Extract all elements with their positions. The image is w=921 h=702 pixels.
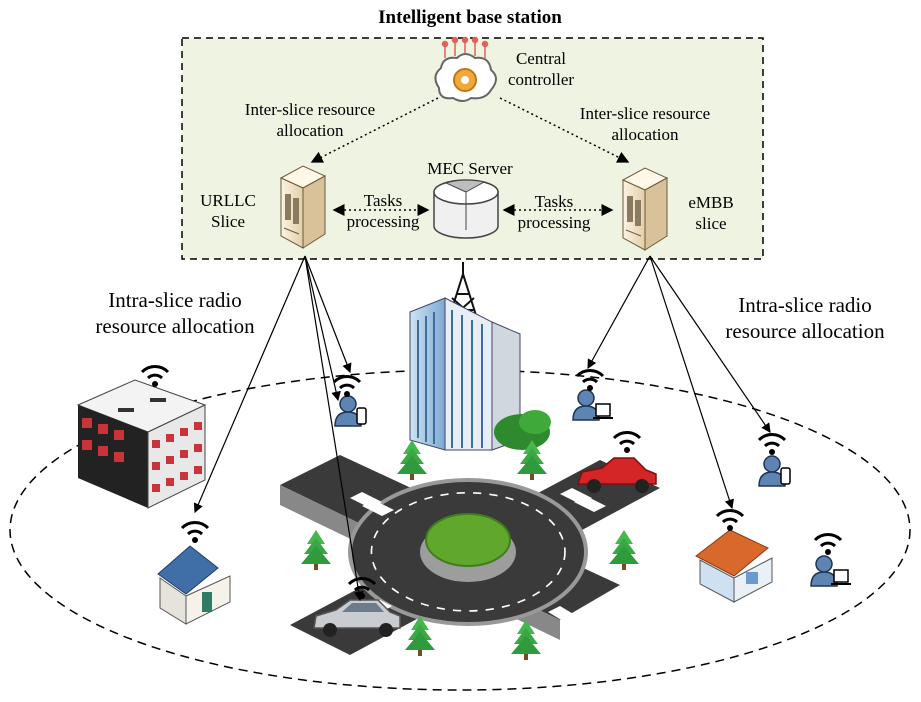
user-phone-icon [758,455,791,487]
user-laptop-icon [572,389,614,421]
office-building-icon [409,297,551,451]
wifi-icon [813,532,843,557]
inter-slice-arrow-left [310,97,439,163]
red-car-icon [576,457,657,493]
wifi-icon [180,520,210,545]
wifi-icon [612,430,642,455]
tree-icon [397,440,427,480]
inter-slice-arrow-right [499,97,630,163]
wifi-icon [715,508,745,533]
user-phone-icon [334,395,367,427]
silver-car-icon [313,599,401,637]
embb-server-icon [622,167,668,251]
brain-gear-icon [434,36,497,102]
mec-server-label: MEC Server [427,159,513,178]
house-icon [695,529,773,603]
urllc-links [193,255,364,602]
tree-icon [301,530,331,570]
roundabout-road [280,455,660,655]
apartment-icon [76,379,207,509]
tree-icon [609,530,639,570]
wifi-icon [332,374,362,399]
house-icon [157,545,231,625]
wifi-icon [757,432,787,457]
user-laptop-icon [810,555,852,587]
mec-database-icon [433,179,499,239]
embb-links [587,255,771,510]
wifi-icon [575,368,605,393]
station-title: Intelligent base station [378,7,562,28]
urllc-server-icon [280,165,326,249]
